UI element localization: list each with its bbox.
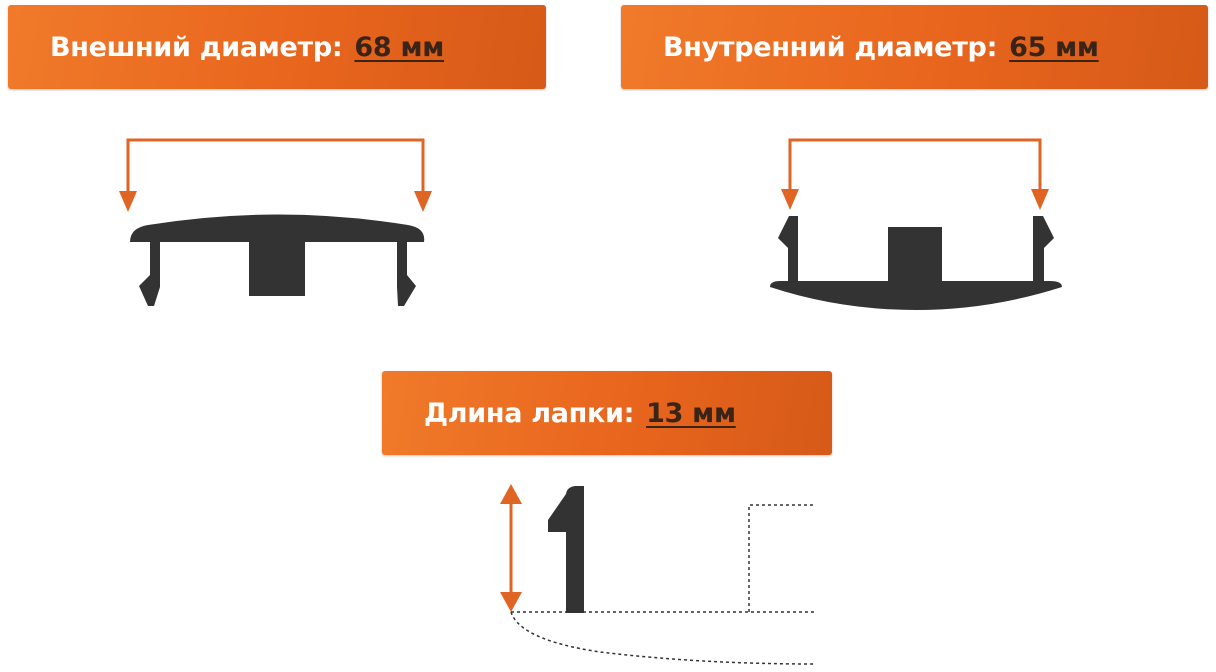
inner-diameter-value: 65 мм bbox=[1009, 31, 1099, 63]
inner-diameter-figure bbox=[770, 138, 1062, 310]
cap-inner-right-leg bbox=[1033, 216, 1054, 283]
cap-inner-center-block bbox=[888, 227, 942, 283]
inner-diameter-dimension-arrow bbox=[788, 138, 1042, 190]
outer-diameter-arrowhead-left bbox=[119, 191, 137, 212]
inner-diameter-label: Внутренний диаметр: bbox=[663, 31, 998, 63]
inner-diameter-arrowhead-left bbox=[781, 189, 799, 210]
cap-base-profile bbox=[770, 281, 1062, 310]
outer-diameter-dimension-arrow bbox=[126, 138, 425, 193]
tab-length-figure bbox=[500, 484, 815, 665]
tab-length-arrowhead-bottom bbox=[500, 592, 522, 612]
tab-step-dotted bbox=[748, 504, 814, 612]
outer-diameter-arrowhead-right bbox=[414, 191, 432, 212]
tab-curve-dotted bbox=[510, 611, 815, 665]
cap-top-profile bbox=[130, 214, 425, 242]
inner-diameter-banner: Внутренний диаметр: 65 мм bbox=[621, 5, 1208, 89]
tab-length-label: Длина лапки: bbox=[424, 397, 635, 429]
outer-diameter-value: 68 мм bbox=[354, 31, 445, 63]
cap-right-leg bbox=[397, 242, 416, 306]
tab-length-arrowhead-top bbox=[500, 484, 522, 504]
tab-length-value: 13 мм bbox=[646, 397, 736, 429]
outer-diameter-banner: Внешний диаметр: 68 мм bbox=[8, 5, 546, 89]
outer-diameter-figure bbox=[119, 138, 432, 306]
cap-inner-left-leg bbox=[778, 216, 798, 283]
tab-profile bbox=[548, 486, 584, 613]
inner-diameter-arrowhead-right bbox=[1031, 189, 1049, 210]
cap-left-leg bbox=[139, 242, 160, 306]
tab-length-banner: Длина лапки: 13 мм bbox=[382, 371, 832, 455]
cap-center-block bbox=[249, 240, 305, 296]
outer-diameter-label: Внешний диаметр: bbox=[50, 31, 343, 63]
